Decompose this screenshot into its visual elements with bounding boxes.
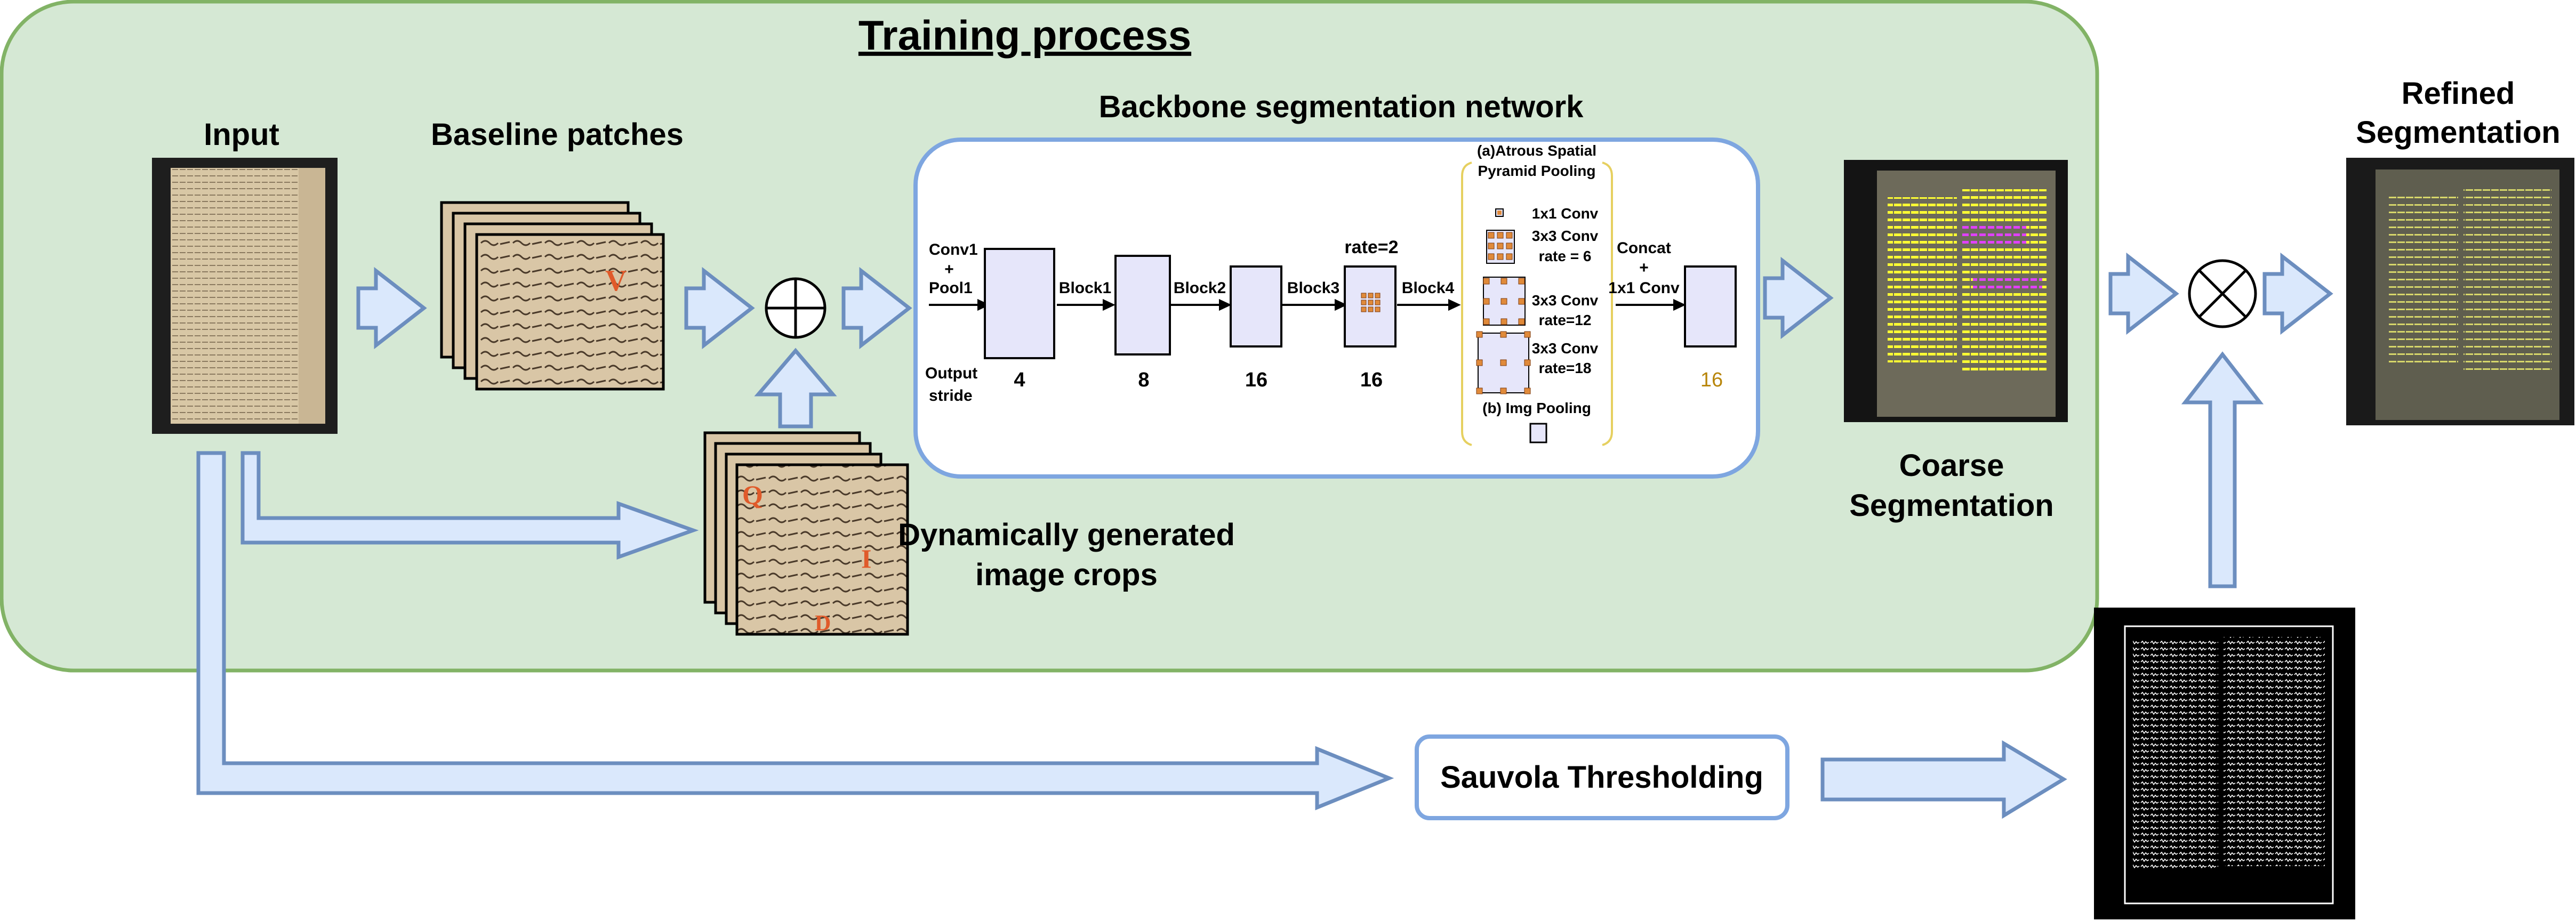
arrow-input-to-crops — [240, 451, 699, 560]
baseline-patches-label: Baseline patches — [431, 117, 684, 152]
aspp-1x1-conv: 1x1 Conv — [1532, 205, 1599, 222]
output-stride-label1: Output — [925, 365, 977, 382]
pool1-label: Pool1 — [929, 279, 973, 297]
stride-8: 8 — [1138, 369, 1149, 391]
block3 — [1344, 265, 1397, 348]
refined-label-line1: Refined — [2402, 76, 2515, 111]
arrow-sum-to-backbone — [841, 266, 912, 350]
aspp-rate18-icon — [1476, 331, 1531, 394]
input-document-image — [152, 158, 338, 434]
crop-glyph-d: D — [815, 611, 831, 636]
aspp-conv1x1-icon — [1495, 208, 1504, 217]
aspp-rate6-icon — [1486, 230, 1515, 264]
product-operator-icon — [2188, 259, 2257, 328]
coarse-label-line2: Segmentation — [1849, 488, 2054, 523]
refined-segmentation-image — [2346, 158, 2574, 425]
rate2-label: rate=2 — [1344, 237, 1398, 257]
baseline-patch-glyph: V — [605, 264, 627, 297]
sum-operator-icon — [765, 277, 826, 339]
block1-label: Block1 — [1059, 279, 1111, 297]
arrow-backbone-to-coarse — [1763, 256, 1834, 340]
arrow-binary-to-product — [2181, 351, 2264, 588]
arrow-sauvola-to-binary — [1820, 740, 2067, 819]
backbone-label: Backbone segmentation network — [1099, 90, 1584, 124]
coarse-label-line1: Coarse — [1899, 448, 2004, 483]
aspp-rate12-icon — [1483, 277, 1526, 326]
arrow-coarse-to-product — [2108, 252, 2179, 335]
aspp-3x3-conv-a: 3x3 Conv — [1532, 228, 1599, 244]
crop-glyph-i: I — [861, 544, 871, 573]
aspp-title-line1: (a)Atrous Spatial — [1477, 142, 1596, 159]
conv1-block — [984, 248, 1055, 359]
plus2-label: + — [1639, 259, 1649, 277]
aspp-rate-18: rate=18 — [1539, 360, 1592, 376]
aspp-title-line2: Pyramid Pooling — [1478, 163, 1596, 179]
atrous-kernel-icon — [1361, 293, 1381, 312]
sauvola-box — [1415, 734, 1789, 820]
dynamic-crops-stack: Q I D — [703, 431, 909, 636]
final-block — [1684, 265, 1737, 348]
dynamic-crops-label-line1: Dynamically generated — [898, 518, 1235, 552]
arrow-product-to-refined — [2262, 252, 2333, 335]
concat-label: Concat — [1617, 239, 1671, 257]
training-process-title: Training process — [858, 12, 1191, 59]
aspp-left-bracket — [1461, 161, 1472, 446]
block1 — [1114, 255, 1171, 356]
stride-16-b: 16 — [1360, 369, 1383, 391]
sauvola-label: Sauvola Thresholding — [1440, 760, 1763, 795]
block2 — [1230, 265, 1282, 348]
img-pooling-icon — [1529, 423, 1547, 443]
arrow-input-to-sauvola — [196, 451, 1394, 811]
plus1-label: + — [944, 261, 954, 278]
stride-16-c: 16 — [1700, 369, 1723, 391]
output-stride-label2: stride — [929, 387, 973, 405]
aspp-3x3-conv-b: 3x3 Conv — [1532, 292, 1599, 309]
input-label: Input — [204, 117, 279, 152]
crop-glyph-q: Q — [742, 480, 763, 510]
baseline-patches-stack: V — [440, 201, 665, 391]
aspp-3x3-conv-c: 3x3 Conv — [1532, 340, 1599, 357]
conv1-label: Conv1 — [929, 241, 978, 258]
img-pooling-label: (b) Img Pooling — [1482, 400, 1591, 416]
binarized-image — [2094, 608, 2355, 919]
refined-label-line2: Segmentation — [2356, 115, 2561, 150]
block2-label: Block2 — [1174, 279, 1226, 297]
aspp-rate-12: rate=12 — [1539, 312, 1592, 328]
coarse-segmentation-image — [1844, 160, 2068, 422]
dynamic-crops-label-line2: image crops — [975, 558, 1158, 592]
arrow-crops-to-sum — [754, 348, 837, 429]
stride-16-a: 16 — [1245, 369, 1267, 391]
block3-label: Block3 — [1287, 279, 1339, 297]
aspp-rate-6: rate = 6 — [1539, 248, 1592, 264]
final-1x1-conv-label: 1x1 Conv — [1608, 279, 1680, 297]
arrow-input-to-patches — [356, 266, 427, 350]
block4-label: Block4 — [1402, 279, 1455, 297]
arrow-patches-to-sum — [684, 266, 755, 350]
stride-4: 4 — [1014, 369, 1025, 391]
aspp-right-bracket — [1602, 161, 1613, 446]
